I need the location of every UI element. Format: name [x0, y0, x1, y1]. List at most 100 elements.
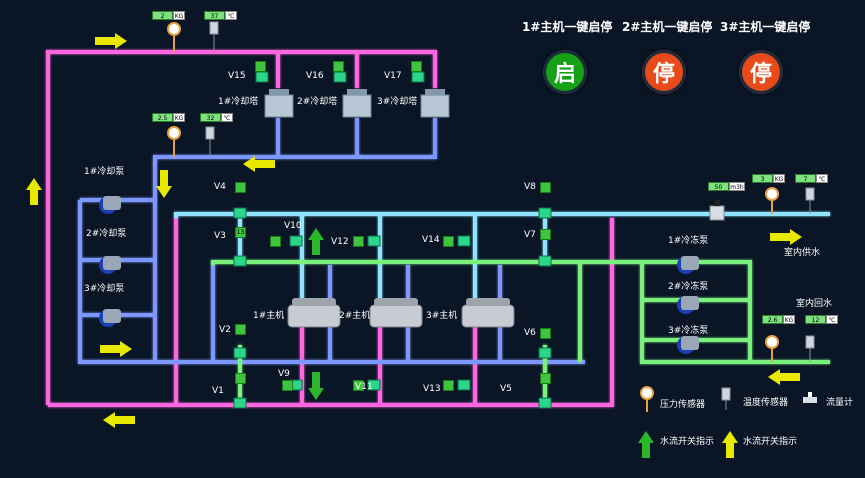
- valve-v11-icon: [367, 379, 381, 391]
- cooling-pump-1-icon: [99, 196, 121, 214]
- chiller-3-label: 3#主机: [426, 311, 458, 321]
- valve-v10-icon: [289, 235, 303, 247]
- valve-v14-icon: [457, 235, 471, 247]
- arrow-supply: [770, 229, 802, 245]
- valve-v9-indicator: [282, 380, 293, 391]
- pressure-gauge-return-icon: [765, 335, 779, 362]
- chilled-pump-3-icon: [677, 336, 699, 354]
- temp-sensor-mid-icon: [205, 126, 215, 157]
- pressure-gauge-top-icon: [167, 22, 181, 52]
- valve-v13-indicator: [443, 380, 454, 391]
- cooling-pumps[interactable]: [99, 196, 121, 327]
- control-title-3: 3#主机一键启停: [720, 20, 811, 34]
- cyan-supply-pipe: [174, 212, 830, 305]
- legend-pressure-label: 压力传感器: [660, 400, 706, 410]
- arrow-down: [156, 170, 172, 198]
- gauge-supply-temp: 7℃: [795, 174, 828, 183]
- chilled-pump-1-label: 1#冷冻泵: [668, 236, 709, 246]
- valve-v8-indicator: [540, 182, 551, 193]
- valve-v13-icon: [457, 379, 471, 391]
- cooling-pump-2-label: 2#冷却泵: [86, 229, 127, 239]
- chiller-3-stop-button[interactable]: 停: [739, 50, 783, 94]
- valve-label-v5: V5: [500, 384, 512, 394]
- legend-green-switch-label: 水流开关指示: [660, 437, 715, 447]
- chiller-2-label: 2#主机: [339, 311, 371, 321]
- flow-switch-up: [308, 228, 324, 255]
- valve-v15-icon: [255, 71, 269, 83]
- legend-flow-icon: [803, 392, 817, 403]
- valve-label-v9: V9: [278, 369, 290, 379]
- valve-v2-icon: [233, 347, 247, 359]
- valve-label-v12: V12: [331, 237, 349, 247]
- legend-green-arrow-icon: [638, 431, 654, 458]
- valve-v16-icon: [333, 71, 347, 83]
- chillers[interactable]: [287, 298, 515, 328]
- valve-label-v8: V8: [524, 182, 536, 192]
- valve-label-v6: V6: [524, 328, 536, 338]
- arrow-right-top: [95, 33, 127, 49]
- chiller-2-stop-button[interactable]: 停: [642, 50, 686, 94]
- chilled-pump-3-label: 3#冷冻泵: [668, 326, 709, 336]
- valve-label-v3: V3: [214, 231, 226, 241]
- legend-yellow-arrow-icon: [722, 431, 738, 458]
- return-label: 室内回水: [796, 299, 833, 309]
- valve-label-v14: V14: [422, 235, 440, 245]
- tower-1-icon: [264, 89, 294, 118]
- chiller-1-icon: [287, 298, 341, 328]
- valve-label-v10: V10: [284, 221, 302, 231]
- chiller-2-icon: [369, 298, 423, 328]
- tower-1-label: 1#冷却塔: [218, 97, 259, 107]
- valve-label-v1: V1: [212, 386, 224, 396]
- valves[interactable]: [233, 71, 552, 409]
- valve-v4-indicator: [235, 182, 246, 193]
- cooling-pump-2-icon: [99, 256, 121, 274]
- valve-v6-icon: [538, 347, 552, 359]
- valve-v5-icon: [538, 397, 552, 409]
- chilled-pumps[interactable]: [677, 256, 699, 354]
- legend-temp-label: 温度传感器: [743, 398, 789, 408]
- control-title-1: 1#主机一键启停: [522, 20, 613, 34]
- gauge-return-temp: 12℃: [805, 315, 838, 324]
- arrow-return: [768, 369, 800, 385]
- valve-v7-indicator: [540, 229, 551, 240]
- arrow-right-mid: [100, 341, 132, 357]
- tower-2-icon: [342, 89, 372, 118]
- valve-v3-icon: [233, 255, 247, 267]
- pressure-gauge-mid-icon: [167, 126, 181, 157]
- valve-v1-icon: [233, 397, 247, 409]
- chiller-1-start-button[interactable]: 启: [543, 50, 587, 94]
- valve-v17-icon: [411, 71, 425, 83]
- flow-meter-icon: [709, 200, 725, 221]
- cooling-pump-3-label: 3#冷却泵: [84, 284, 125, 294]
- cooling-towers[interactable]: [264, 89, 450, 118]
- cooling-pump-1-label: 1#冷却泵: [84, 167, 125, 177]
- chilled-pump-2-icon: [677, 296, 699, 314]
- valve-v12-indicator: [353, 236, 364, 247]
- valve-v16-indicator: [333, 61, 344, 72]
- valve-label-v7: V7: [524, 230, 536, 240]
- green-return-pipe: [211, 260, 830, 405]
- valve-label-v16: V16: [306, 71, 324, 81]
- chiller-1-label: 1#主机: [253, 311, 285, 321]
- valve-v12-icon: [367, 235, 381, 247]
- arrow-up-left: [26, 178, 42, 205]
- gauge-top-temp: 37℃: [204, 11, 237, 20]
- pressure-gauges: [167, 22, 779, 412]
- valve-v17-indicator: [411, 61, 422, 72]
- tower-3-icon: [420, 89, 450, 118]
- valve-v5-indicator: [540, 373, 551, 384]
- chilled-pump-2-label: 2#冷冻泵: [668, 282, 709, 292]
- flow-switch-down: [308, 372, 324, 400]
- valve-v8-icon: [538, 207, 552, 219]
- control-title-2: 2#主机一键启停: [622, 20, 713, 34]
- valve-v10-indicator: [270, 236, 281, 247]
- valve-v4-icon: [233, 207, 247, 219]
- valve-label-v2: V2: [219, 325, 231, 335]
- flow-arrows: [26, 33, 802, 458]
